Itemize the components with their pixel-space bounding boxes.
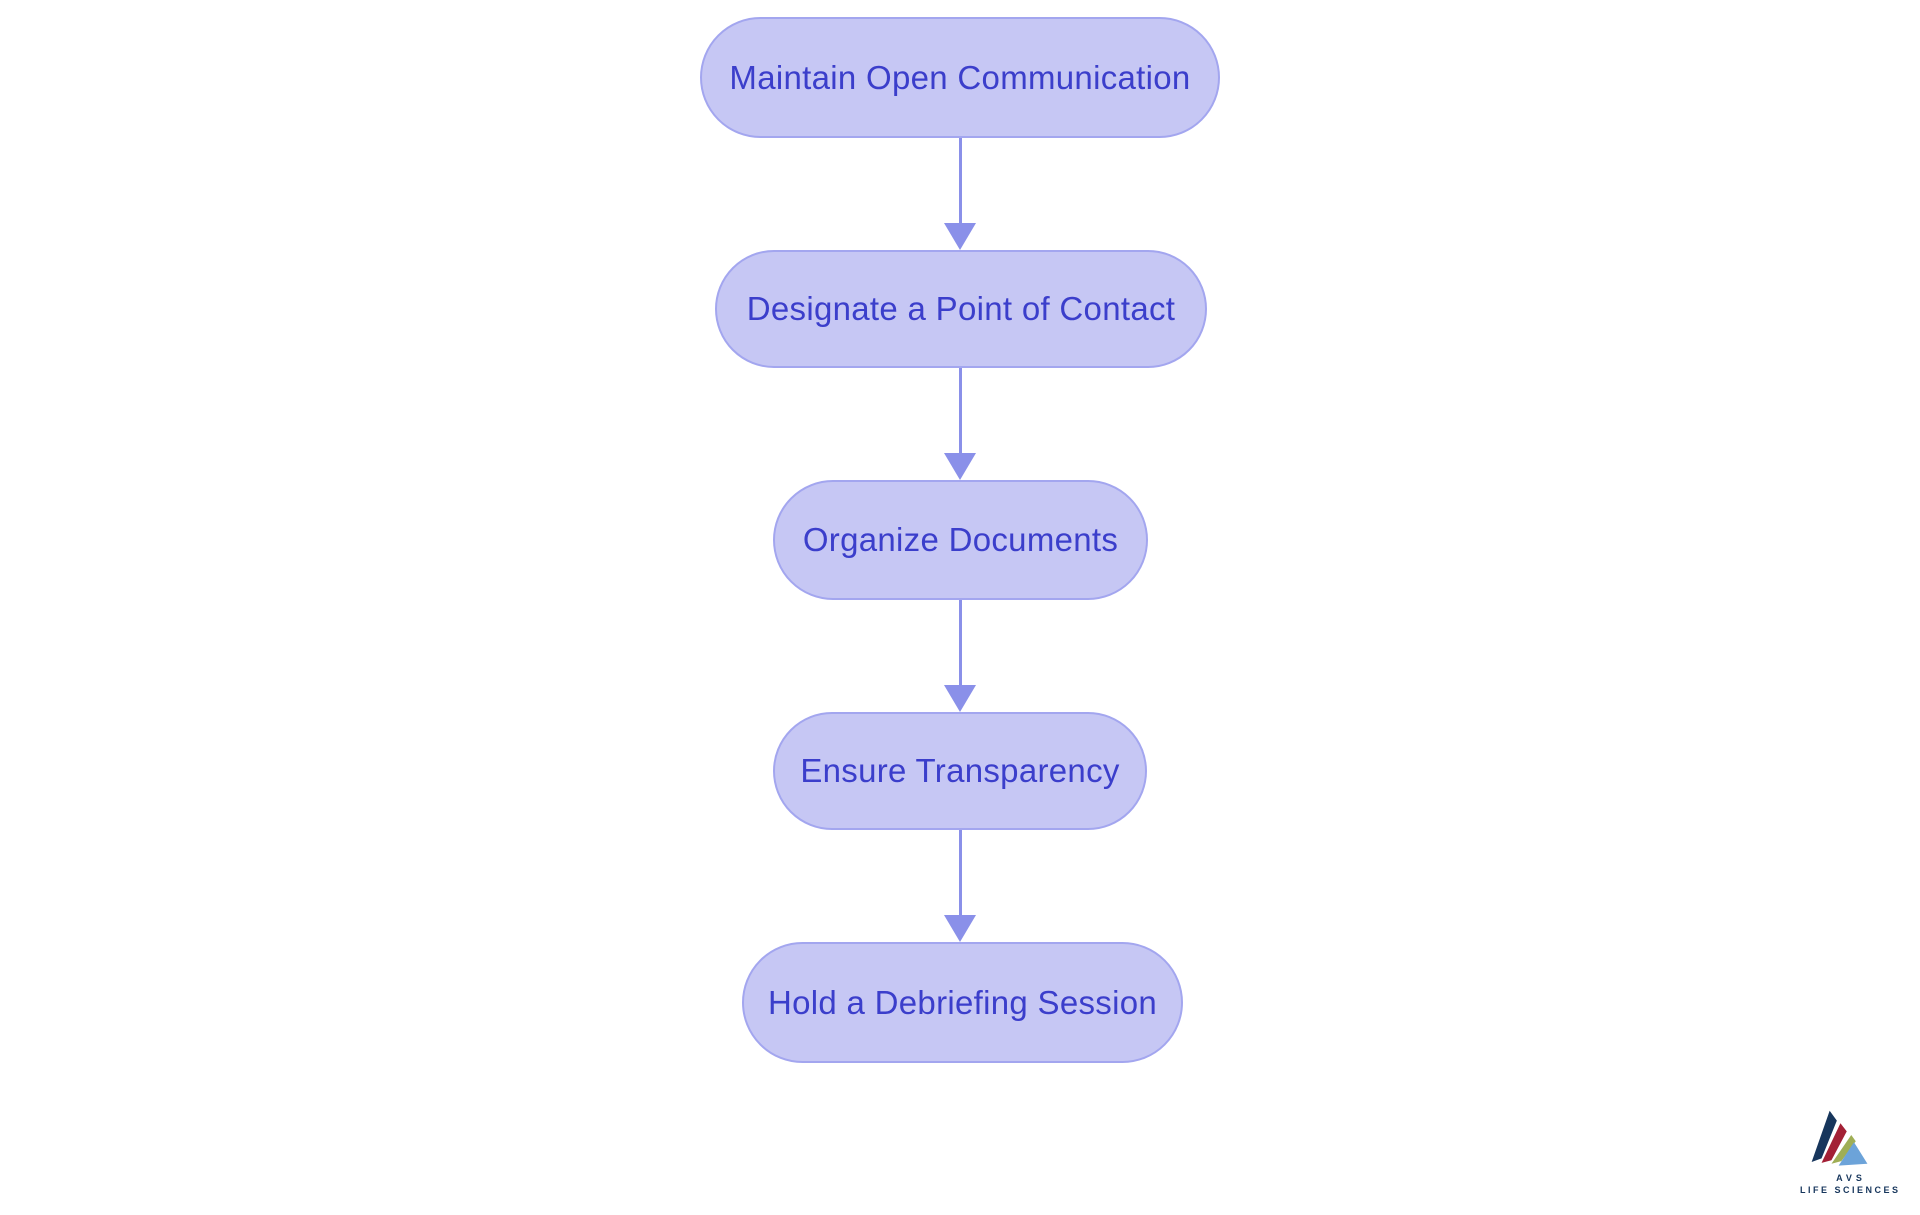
flow-node-designate-point-of-contact: Designate a Point of Contact xyxy=(715,250,1207,368)
arrow-head-icon xyxy=(944,915,976,942)
flow-node-ensure-transparency: Ensure Transparency xyxy=(773,712,1147,830)
arrow-head-icon xyxy=(944,223,976,250)
flow-arrow-4-5 xyxy=(944,830,976,942)
arrow-shaft xyxy=(958,138,962,223)
flow-arrow-3-4 xyxy=(944,600,976,712)
flow-node-label: Designate a Point of Contact xyxy=(746,290,1176,327)
arrow-shaft xyxy=(958,368,962,453)
logo-text-life-sciences: LIFE SCIENCES xyxy=(1799,1185,1901,1195)
flow-arrow-2-3 xyxy=(944,368,976,480)
flow-node-label: Maintain Open Communication xyxy=(729,58,1191,96)
arrow-shaft xyxy=(958,830,962,915)
logo-triangle-navy xyxy=(1811,1110,1837,1162)
arrow-head-icon xyxy=(944,685,976,712)
logo-triangle-red xyxy=(1821,1123,1847,1163)
flow-node-organize-documents: Organize Documents xyxy=(773,480,1148,600)
flow-node-hold-debriefing-session: Hold a Debriefing Session xyxy=(742,942,1183,1063)
logo-mark-icon xyxy=(1811,1110,1868,1166)
flow-node-maintain-open-communication: Maintain Open Communication xyxy=(700,17,1220,138)
flow-node-label: Ensure Transparency xyxy=(800,752,1120,789)
flow-arrow-1-2 xyxy=(944,138,976,250)
arrow-head-icon xyxy=(944,453,976,480)
flow-node-label: Hold a Debriefing Session xyxy=(767,983,1158,1021)
logo-text-avs: AVS xyxy=(1836,1173,1866,1183)
logo-triangle-green xyxy=(1831,1135,1856,1164)
flow-node-label: Organize Documents xyxy=(802,521,1119,558)
arrow-shaft xyxy=(958,600,962,685)
avs-life-sciences-logo: AVS LIFE SCIENCES xyxy=(1794,1099,1904,1195)
logo-triangle-blue xyxy=(1838,1142,1868,1166)
